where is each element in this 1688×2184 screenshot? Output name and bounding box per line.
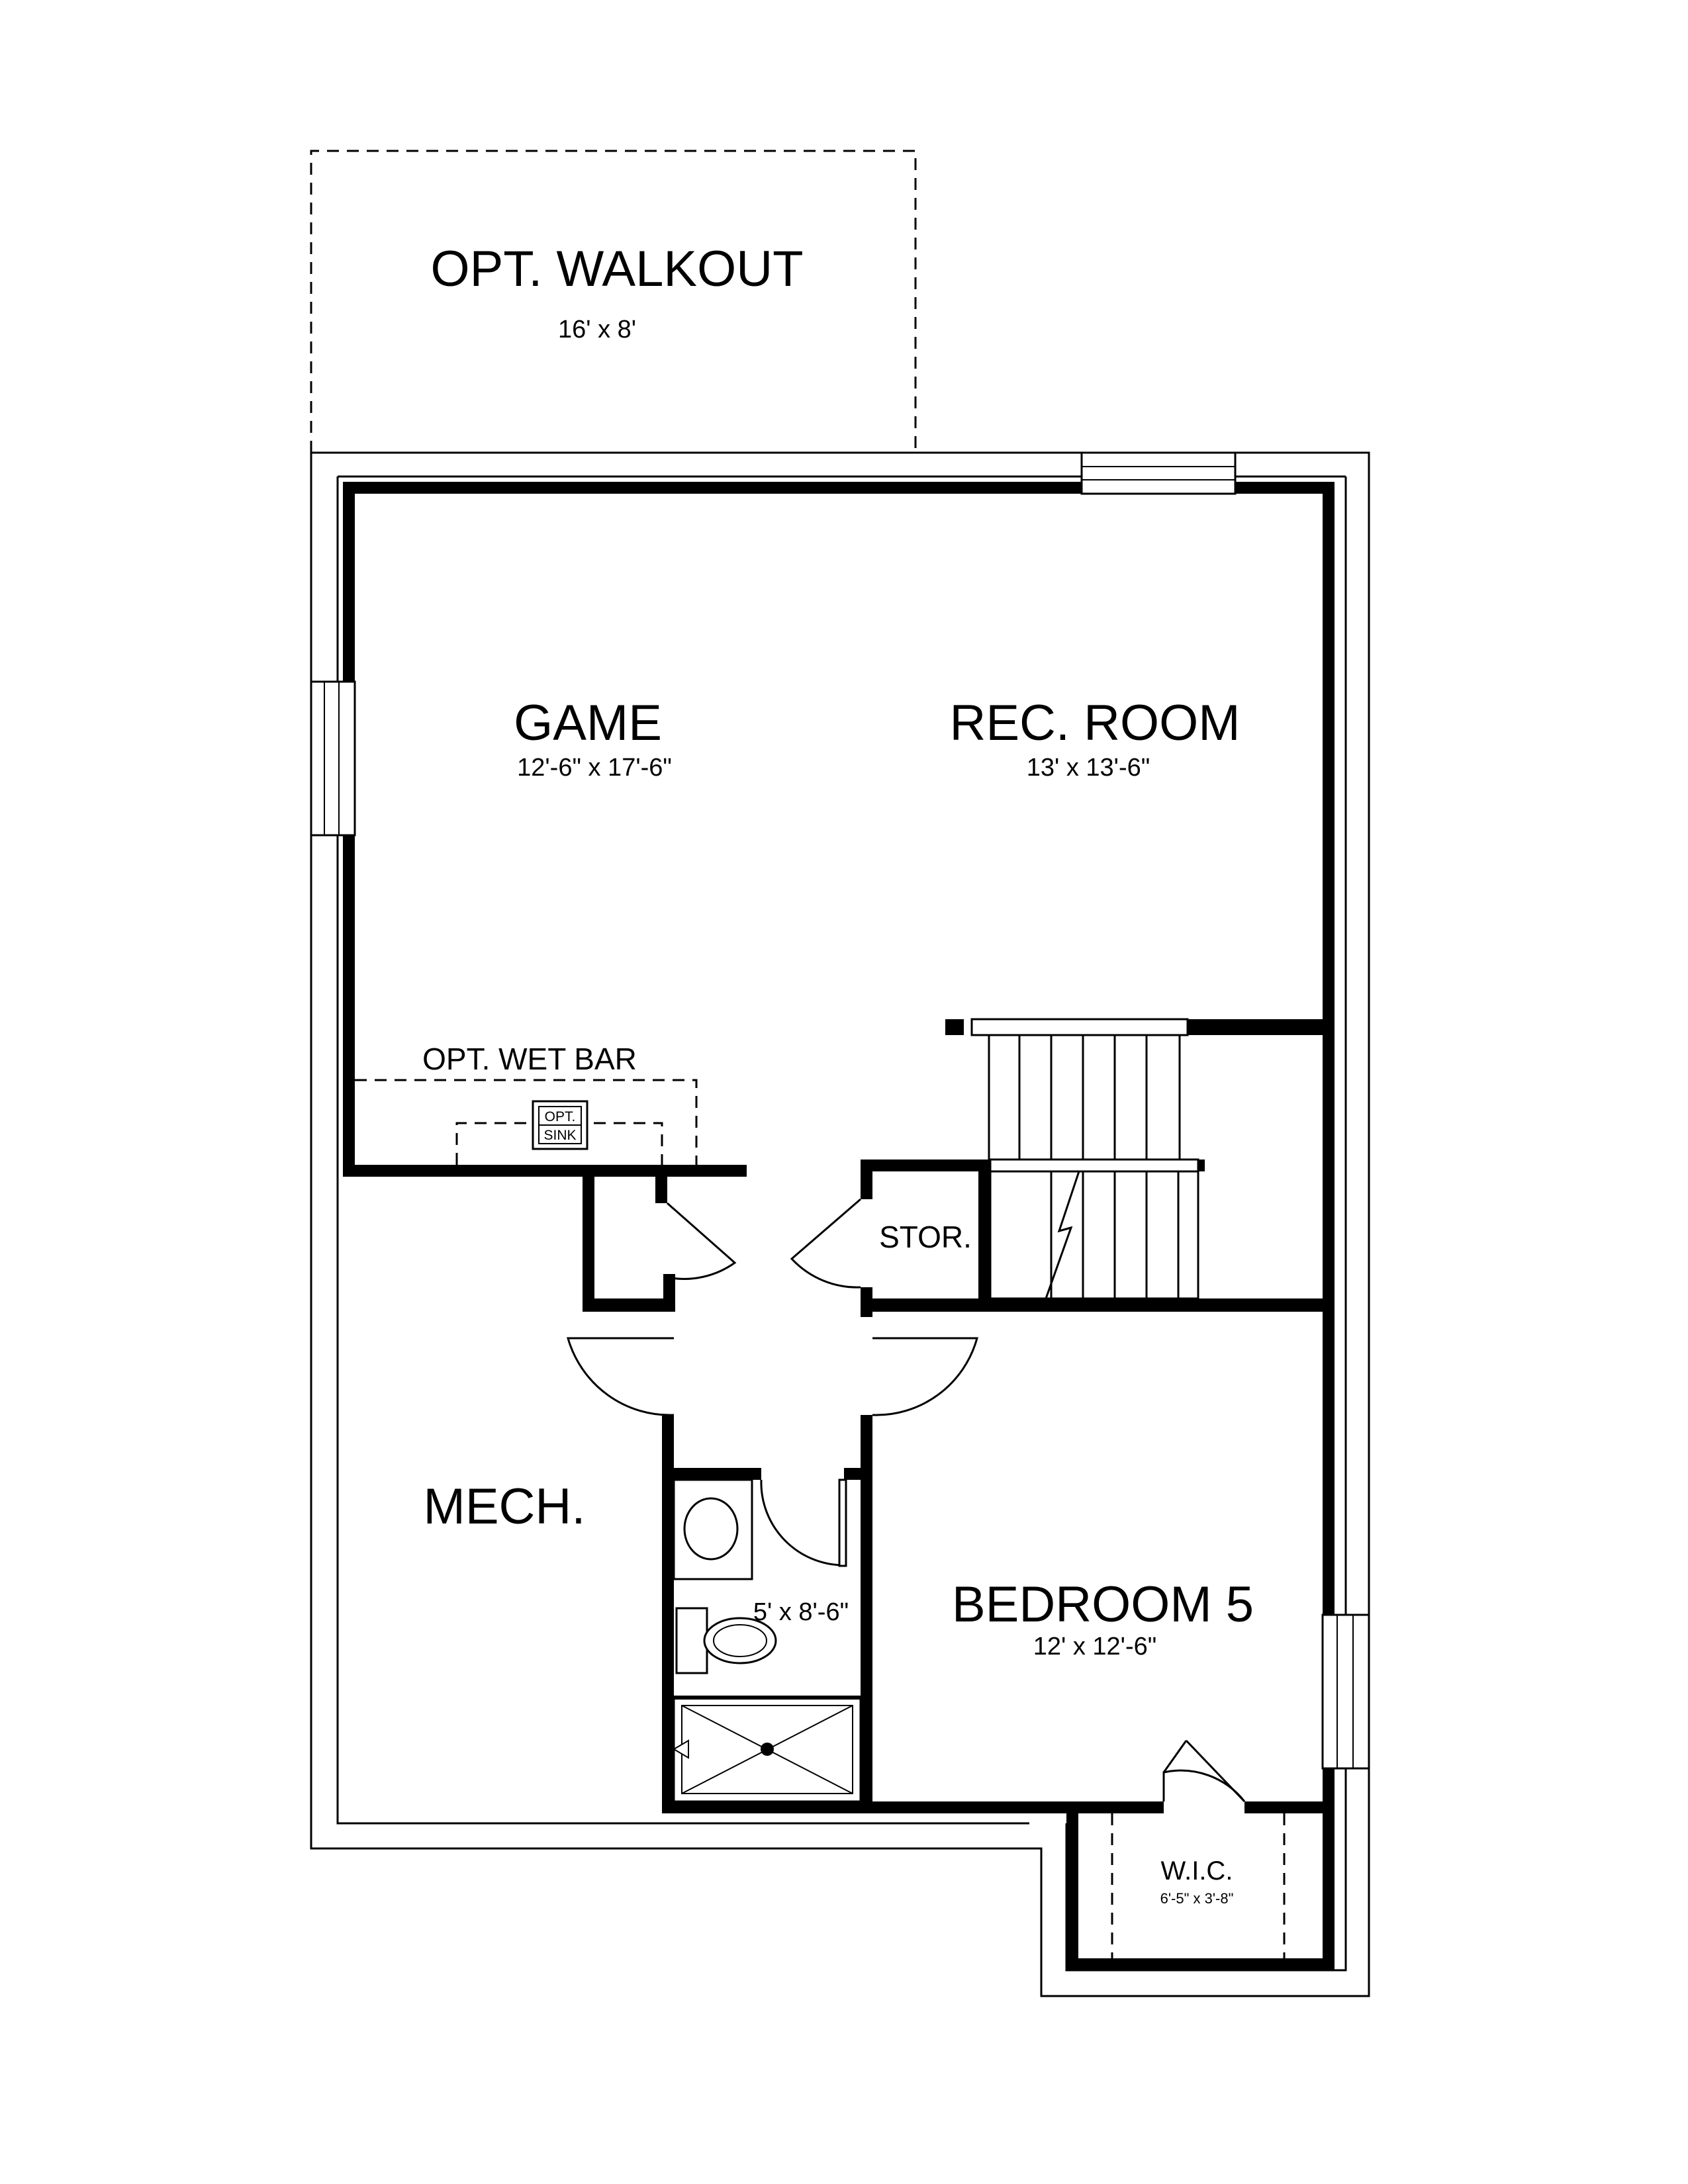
walls	[343, 482, 1335, 1970]
sink-label-2: SINK	[543, 1128, 576, 1143]
rec-room-dims: 13' x 13'-6"	[1027, 754, 1150, 782]
stairs	[970, 1018, 1199, 1300]
window-left	[310, 680, 356, 837]
mech-name: MECH.	[424, 1479, 586, 1535]
bedroom-door	[872, 1337, 978, 1416]
walkout-dims: 16' x 8'	[558, 316, 636, 343]
game-dims: 12'-6" x 17'-6"	[517, 754, 672, 782]
window-top	[1080, 451, 1237, 495]
bath-door	[760, 1479, 847, 1567]
storage-name: STOR.	[879, 1220, 972, 1254]
wic-name: W.I.C.	[1161, 1856, 1233, 1886]
wic-dims: 6'-5" x 3'-8"	[1160, 1890, 1234, 1907]
bedroom5-name: BEDROOM 5	[952, 1576, 1254, 1633]
vanity	[673, 1479, 753, 1580]
game-name: GAME	[514, 695, 662, 751]
bath-dims: 5' x 8'-6"	[753, 1598, 849, 1626]
wet-bar-name: OPT. WET BAR	[422, 1042, 637, 1076]
window-right	[1321, 1614, 1370, 1770]
walkout-name: OPT. WALKOUT	[430, 241, 803, 297]
rec-room-name: REC. ROOM	[949, 695, 1240, 751]
wet-bar-counter	[355, 1079, 698, 1165]
walkout-outline	[310, 150, 917, 453]
wic-shelves	[1111, 1813, 1286, 1958]
mech-door	[567, 1337, 675, 1416]
sink-label-1: OPT.	[545, 1109, 576, 1124]
bedroom5-dims: 12' x 12'-6"	[1033, 1633, 1156, 1661]
storage-door	[790, 1198, 861, 1289]
toilet	[675, 1607, 777, 1674]
closet-door	[667, 1202, 737, 1280]
shower	[673, 1696, 862, 1803]
wic-door	[1162, 1739, 1246, 1803]
